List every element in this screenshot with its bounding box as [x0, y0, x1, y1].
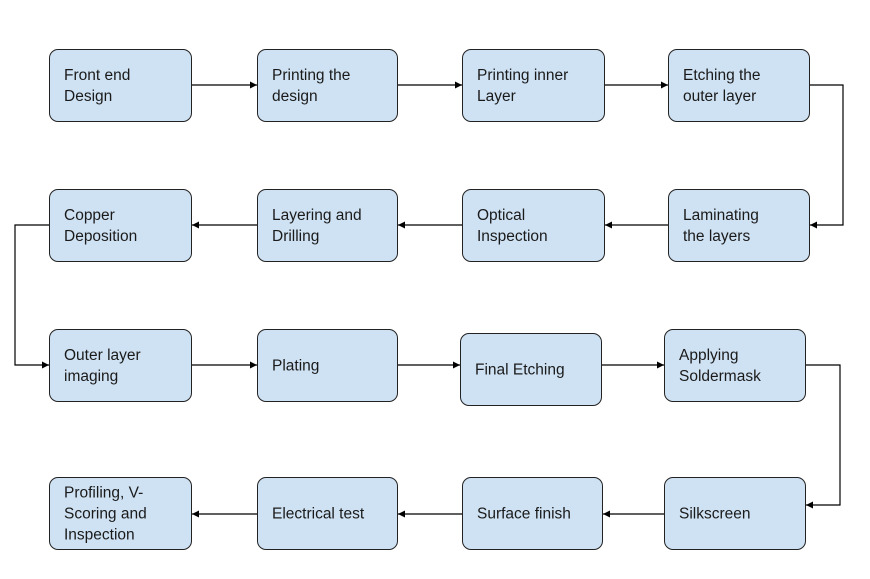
node-label: Applying Soldermask	[679, 346, 761, 385]
arrow-copper-deposition-to-outer-layer-imaging	[14, 224, 49, 369]
node-label: Outer layer imaging	[64, 346, 141, 385]
node-final-etching: Final Etching	[460, 333, 602, 406]
node-label: Silkscreen	[679, 505, 751, 522]
node-copper-deposition: Copper Deposition	[49, 189, 192, 262]
node-plating: Plating	[257, 329, 398, 402]
node-printing-inner-layer: Printing inner Layer	[462, 49, 605, 122]
node-label: Etching the outer layer	[683, 66, 761, 105]
node-surface-finish: Surface finish	[462, 477, 603, 550]
node-label: Surface finish	[477, 505, 571, 522]
node-profiling-v-scoring: Profiling, V- Scoring and Inspection	[49, 477, 192, 550]
node-laminating-layers: Laminating the layers	[668, 189, 810, 262]
node-label: Front end Design	[64, 66, 131, 105]
node-label: Final Etching	[475, 361, 565, 378]
node-label: Optical Inspection	[477, 206, 548, 245]
node-label: Layering and Drilling	[272, 206, 362, 245]
node-label: Printing inner Layer	[477, 66, 569, 105]
node-etching-outer-layer: Etching the outer layer	[668, 49, 810, 122]
node-label: Plating	[272, 357, 320, 374]
node-electrical-test: Electrical test	[257, 477, 398, 550]
node-label: Profiling, V- Scoring and Inspection	[64, 484, 147, 543]
node-printing-the-design: Printing the design	[257, 49, 398, 122]
node-label: Printing the design	[272, 66, 351, 105]
node-front-end-design: Front end Design	[49, 49, 192, 122]
node-optical-inspection: Optical Inspection	[462, 189, 605, 262]
node-applying-soldermask: Applying Soldermask	[664, 329, 806, 402]
node-label: Copper Deposition	[64, 206, 138, 245]
node-label: Laminating the layers	[683, 206, 759, 245]
node-silkscreen: Silkscreen	[664, 477, 806, 550]
node-label: Electrical test	[272, 505, 365, 522]
node-outer-layer-imaging: Outer layer imaging	[49, 329, 192, 402]
arrow-etching-outer-layer-to-laminating-layers	[810, 84, 844, 229]
node-layering-and-drilling: Layering and Drilling	[257, 189, 398, 262]
arrow-applying-soldermask-to-silkscreen	[806, 364, 841, 509]
